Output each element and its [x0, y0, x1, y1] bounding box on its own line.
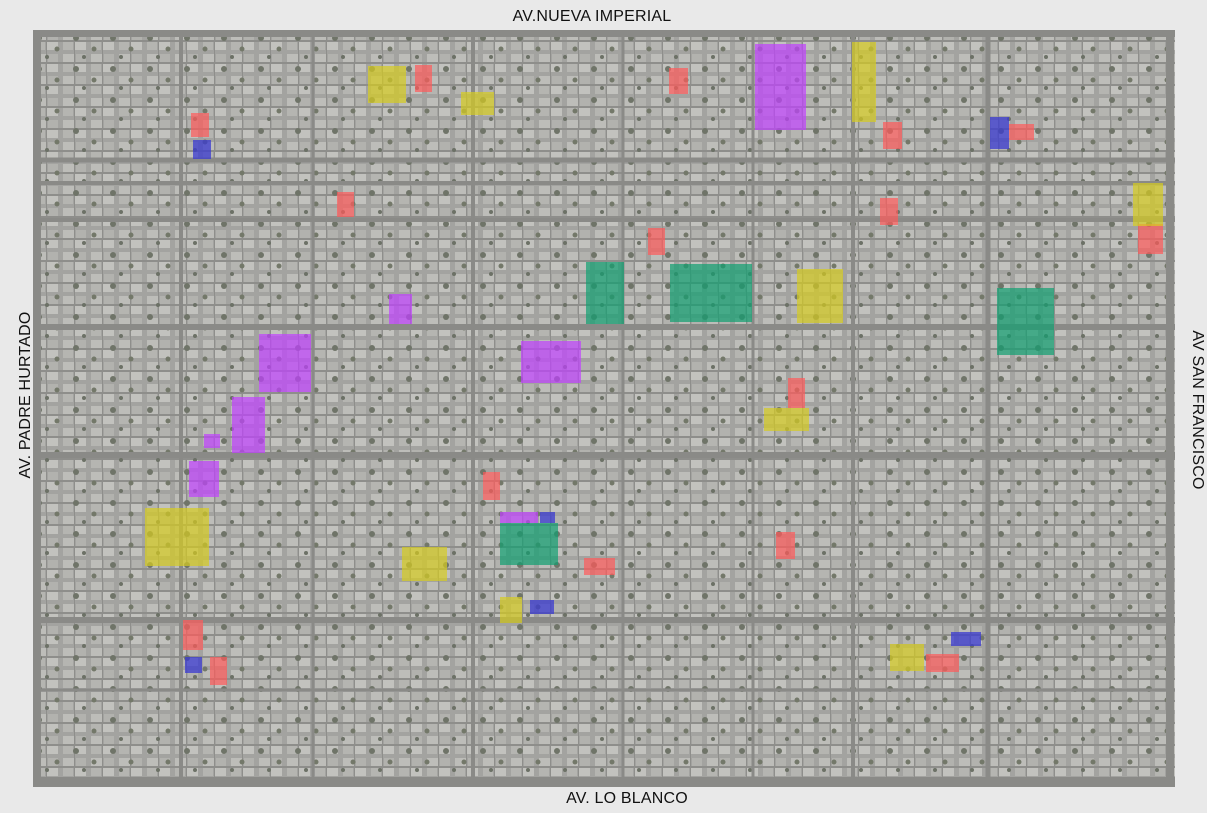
yellow-zone [1133, 183, 1163, 226]
blue-zone [990, 117, 1009, 149]
green-zone [670, 264, 752, 322]
red-zone [883, 122, 902, 149]
yellow-zone [368, 66, 406, 103]
red-zone [584, 558, 615, 575]
yellow-zone [402, 547, 447, 581]
green-zone [586, 262, 624, 324]
yellow-zone [461, 92, 494, 115]
purple-zone [232, 397, 265, 453]
red-zone [648, 228, 665, 255]
red-zone [415, 65, 432, 92]
street-label-east: AV SAN FRANCISCO [1189, 330, 1206, 490]
blue-zone [540, 512, 555, 523]
yellow-zone [145, 508, 209, 566]
green-zone [500, 523, 558, 565]
red-zone [191, 113, 209, 137]
yellow-zone [764, 408, 809, 431]
red-zone [788, 378, 805, 408]
red-zone [210, 657, 227, 685]
purple-zone [259, 334, 311, 392]
purple-zone [389, 294, 412, 324]
red-zone [183, 620, 203, 650]
yellow-zone [852, 42, 876, 122]
purple-zone [521, 341, 581, 383]
red-zone [337, 192, 354, 217]
road-network [33, 30, 1175, 787]
red-zone [1138, 224, 1163, 254]
red-zone [483, 472, 500, 500]
purple-zone [189, 461, 219, 497]
blue-zone [185, 657, 202, 673]
yellow-zone [500, 597, 522, 623]
yellow-zone [797, 269, 843, 323]
purple-zone [500, 512, 538, 523]
map-canvas [33, 30, 1175, 787]
purple-zone [755, 44, 806, 130]
street-label-south: AV. LO BLANCO [566, 790, 688, 807]
red-zone [776, 532, 795, 559]
aerial-map[interactable] [33, 30, 1175, 787]
red-zone [1009, 124, 1034, 140]
blue-zone [530, 600, 554, 614]
red-zone [926, 654, 959, 672]
zone-overlays [145, 42, 1163, 685]
red-zone [669, 68, 688, 94]
street-label-north: AV.NUEVA IMPERIAL [512, 8, 672, 25]
blue-zone [951, 632, 981, 646]
red-zone [880, 198, 898, 225]
green-zone [997, 288, 1054, 355]
blue-zone [193, 140, 211, 159]
yellow-zone [890, 644, 924, 671]
purple-zone [204, 434, 220, 448]
